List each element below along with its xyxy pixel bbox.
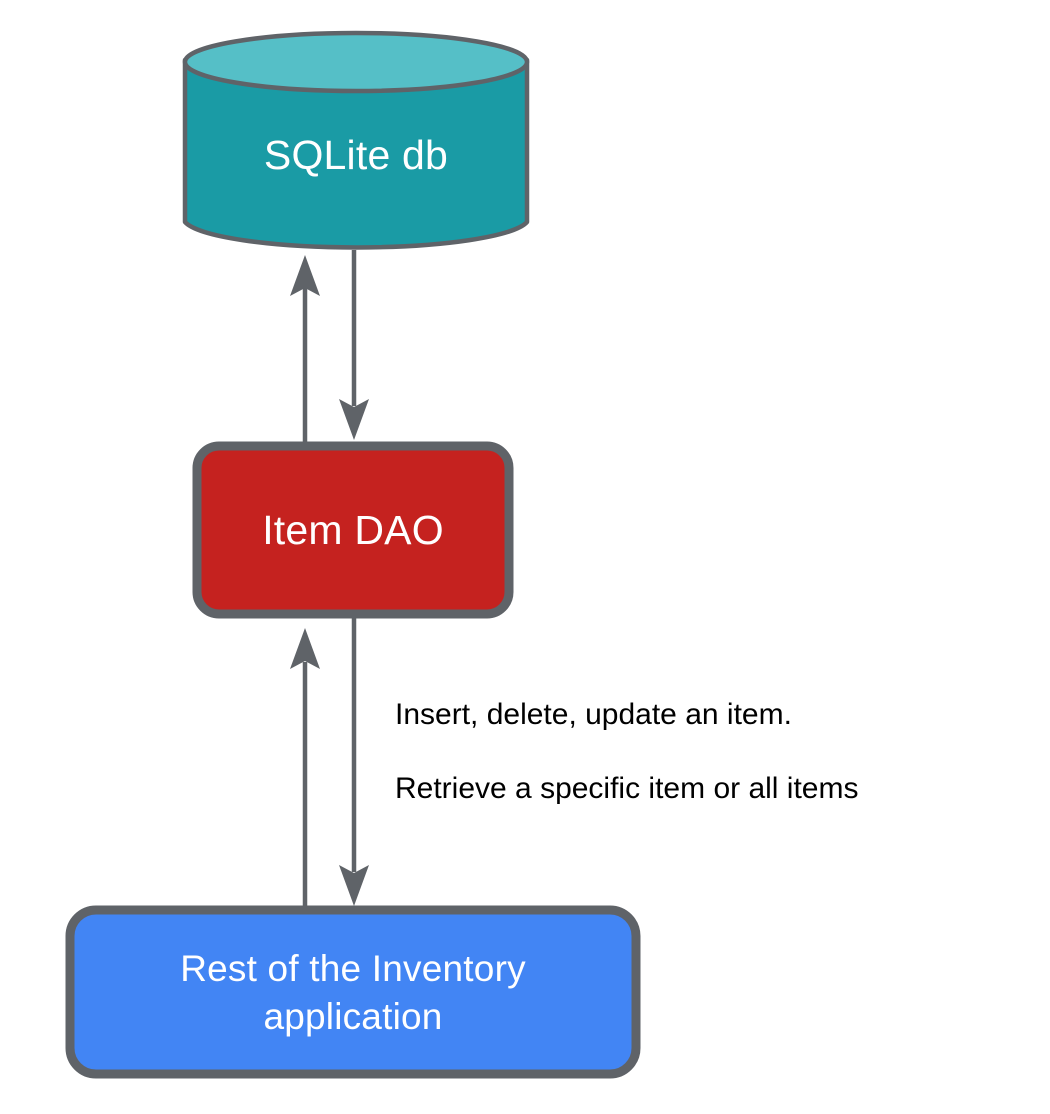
database-cylinder-shape <box>182 30 530 250</box>
database-cylinder-top <box>182 30 530 94</box>
application-box-shape <box>65 905 641 1079</box>
connector-dao-to-database <box>290 255 320 443</box>
application-box-rect <box>65 905 641 1079</box>
connector-application-to-dao <box>290 628 320 906</box>
connector-application-to-dao-arrowhead <box>290 628 320 669</box>
connector-annotation-read-operations: Retrieve a specific item or all items <box>395 772 859 805</box>
connector-database-to-dao <box>339 250 369 440</box>
connector-dao-to-database-arrowhead <box>290 255 320 296</box>
connector-database-to-dao-arrowhead <box>339 399 369 440</box>
dao-box-rect <box>192 441 514 619</box>
dao-box-shape <box>192 441 514 619</box>
connector-dao-to-application <box>339 618 369 906</box>
database-cylinder-body <box>182 57 530 250</box>
connector-annotation-write-operations: Insert, delete, update an item. <box>395 698 792 731</box>
connector-dao-to-application-arrowhead <box>339 865 369 906</box>
